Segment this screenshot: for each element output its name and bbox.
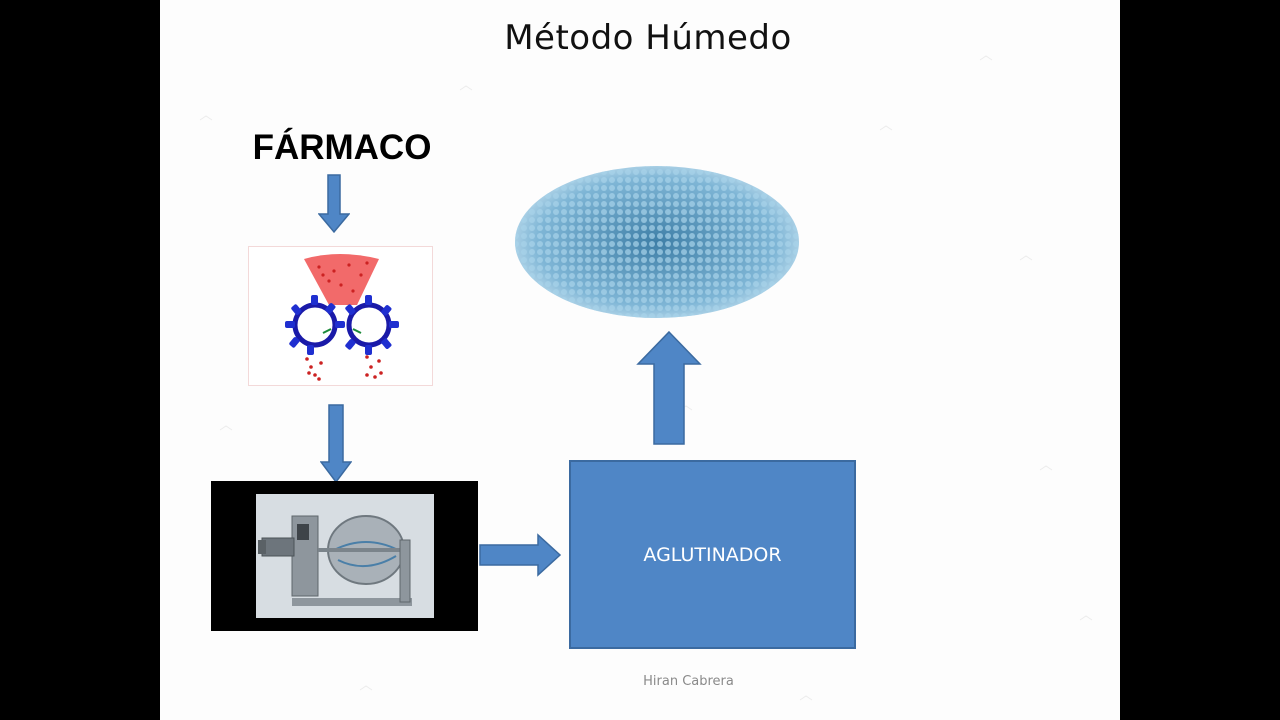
author-credit: Hiran Cabrera (643, 674, 734, 689)
mixer-image (256, 494, 434, 618)
slide-title: Método Húmedo (504, 18, 792, 58)
farmaco-label: FÁRMACO (252, 128, 432, 167)
roller-mill-image (248, 246, 433, 386)
mixer-image-frame (211, 481, 478, 631)
arrow-down-1 (318, 174, 350, 234)
arrow-up (636, 330, 702, 445)
aglutinador-box: AGLUTINADOR (569, 460, 856, 649)
slide: Método Húmedo FÁRMACO (160, 0, 1120, 720)
granules-pile-icon (515, 166, 799, 318)
arrow-down-2 (320, 404, 352, 484)
mixer-machine-icon (256, 494, 434, 618)
roller-mill-icon (285, 254, 399, 381)
arrow-right (479, 533, 562, 577)
aglutinador-label: AGLUTINADOR (643, 543, 782, 566)
